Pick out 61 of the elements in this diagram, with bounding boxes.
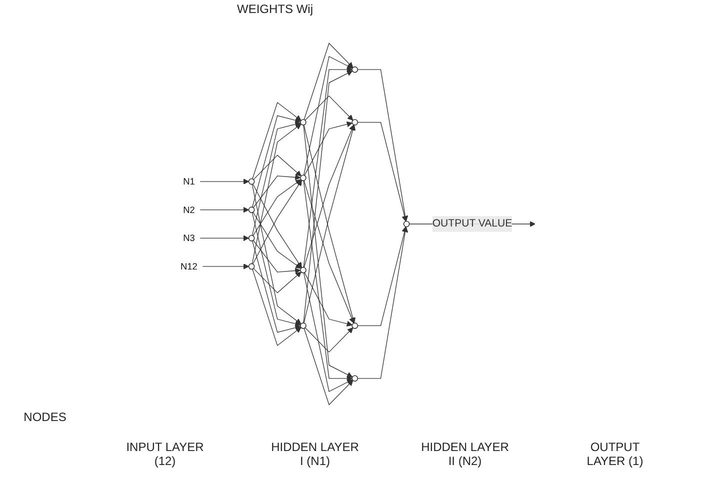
node-circle	[403, 220, 410, 228]
arrow	[303, 66, 352, 268]
arrow	[252, 268, 302, 346]
arrow	[303, 124, 353, 378]
node-circle	[300, 119, 306, 126]
arrow	[252, 240, 301, 333]
arrow	[200, 235, 250, 242]
layer-label: OUTPUT LAYER (1)	[586, 440, 644, 468]
arrow	[357, 122, 408, 222]
arrow	[304, 327, 354, 353]
node-circle	[352, 66, 358, 73]
node-circle	[352, 322, 358, 329]
arrow	[252, 124, 302, 264]
weights-label: WEIGHTS Wij	[236, 2, 314, 16]
node-text: N1	[183, 176, 195, 186]
layer-label: HIDDEN LAYER I (N1)	[270, 440, 360, 468]
arrow	[252, 179, 302, 236]
node-circle	[352, 119, 358, 126]
arrow	[200, 206, 250, 213]
arrow	[303, 272, 353, 392]
node-text: N12	[180, 260, 198, 272]
arrow	[200, 178, 250, 184]
arrow	[252, 102, 302, 180]
node-text: N3	[183, 232, 195, 244]
arrow	[304, 328, 354, 406]
arrow	[253, 268, 302, 294]
node-circle	[300, 266, 306, 274]
arrow	[304, 124, 356, 324]
arrow	[303, 56, 353, 176]
arrow	[253, 154, 302, 180]
arrow	[357, 226, 408, 379]
arrow	[252, 115, 301, 208]
arrow	[304, 42, 354, 120]
edge-label: OUTPUT VALUE	[432, 218, 512, 230]
node-circle	[248, 206, 255, 214]
node-circle	[248, 178, 255, 185]
layer-label: INPUT LAYER (12)	[125, 440, 205, 468]
arrow	[303, 70, 353, 324]
node-circle	[300, 322, 306, 329]
arrow	[357, 69, 408, 222]
arrow	[252, 174, 301, 208]
node-circle	[300, 174, 306, 182]
arrow	[252, 240, 301, 274]
node-circle	[248, 234, 255, 242]
arrow	[202, 264, 250, 270]
arrow	[303, 180, 352, 382]
arrow	[357, 226, 408, 326]
nodes-label: NODES	[22, 410, 68, 424]
arrow	[252, 184, 302, 324]
arrow	[252, 212, 301, 327]
arrow	[304, 180, 354, 324]
node-circle	[352, 375, 358, 382]
arrow	[304, 121, 352, 176]
node-text: N2	[183, 204, 195, 215]
arrow	[252, 121, 301, 236]
arrow	[304, 95, 354, 121]
arrow	[252, 212, 302, 269]
node-circle	[248, 263, 255, 270]
arrow	[304, 272, 352, 327]
layer-label: HIDDEN LAYER II (N2)	[420, 440, 510, 468]
arrow	[304, 124, 354, 268]
